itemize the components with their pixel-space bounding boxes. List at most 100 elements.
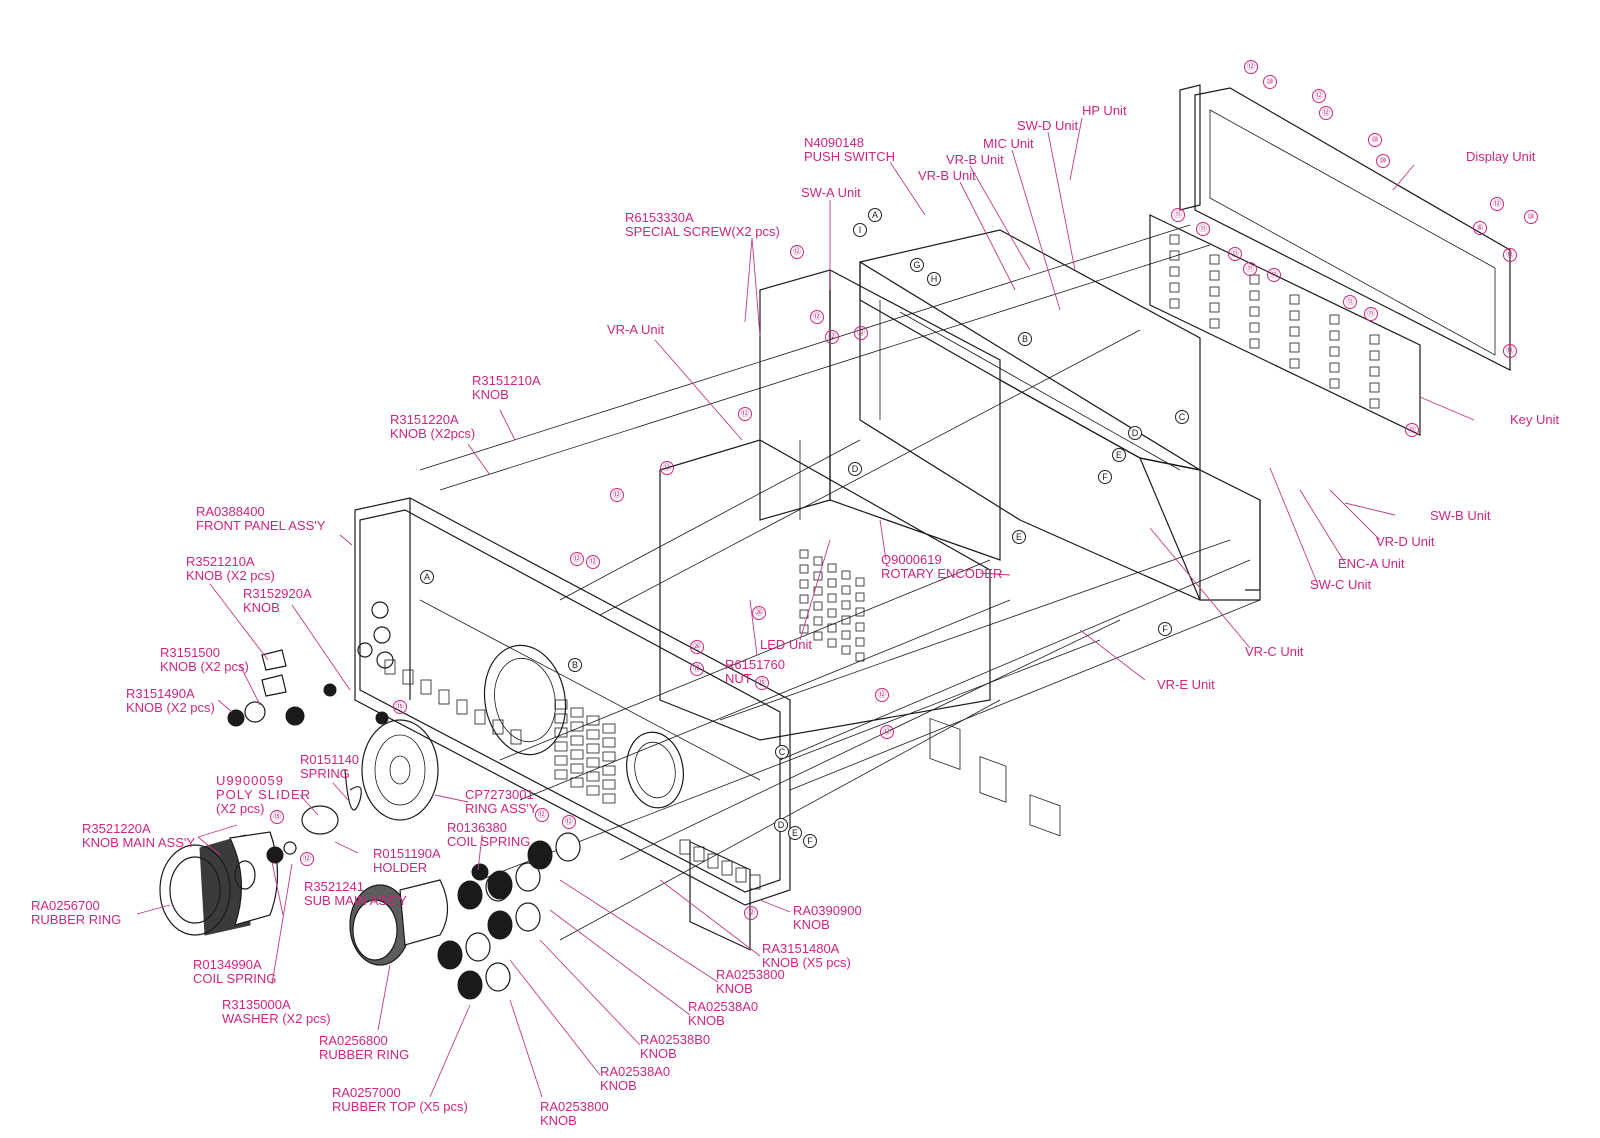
- label-text: Key Unit: [1510, 412, 1560, 427]
- connection-letter: D: [1128, 426, 1142, 440]
- part-name: KNOB: [472, 387, 509, 402]
- screw-ref-callout: ⑫: [790, 245, 804, 259]
- label-display-unit: Display Unit: [1466, 150, 1535, 164]
- label-text: MIC Unit: [983, 136, 1034, 151]
- key-switch: [1209, 270, 1220, 281]
- panel-switch: [749, 874, 761, 890]
- label-sw-d-unit: SW-D Unit: [1017, 119, 1078, 133]
- key-switch: [1369, 398, 1380, 409]
- assembly-rail: [619, 619, 1121, 861]
- part-code: R3151210A: [472, 373, 541, 388]
- led-window: [841, 570, 851, 580]
- small-knobs: [437, 832, 581, 1000]
- key-switch: [1209, 286, 1220, 297]
- part-code: R6153330A: [625, 210, 694, 225]
- key-switch: [1209, 318, 1220, 329]
- key-switch: [1289, 342, 1300, 353]
- label-text: SW-B Unit: [1430, 508, 1491, 523]
- assembly-rail: [499, 559, 991, 761]
- led-window: [799, 564, 809, 574]
- part-code: CP7273001: [465, 787, 534, 802]
- key-switch: [1209, 254, 1220, 265]
- led-window: [827, 623, 837, 633]
- key-switch: [1249, 338, 1260, 349]
- screw-ref-callout: ㉖: [690, 640, 704, 654]
- label-text: VR-B Unit: [946, 152, 1004, 167]
- assembly-rail: [599, 329, 1141, 616]
- part-code: U9900059: [216, 773, 284, 788]
- part-name: RUBBER RING: [31, 912, 122, 927]
- panel-switch: [420, 679, 432, 695]
- part-code: RA0390900: [793, 903, 862, 918]
- part-name: RUBBER TOP (X5 pcs): [332, 1099, 468, 1114]
- part-code: R0134990A: [193, 957, 262, 972]
- key-switch: [1369, 350, 1380, 361]
- led-window: [827, 578, 837, 588]
- led-window: [855, 577, 865, 587]
- panel-key: [586, 729, 600, 740]
- part-name: COIL SPRING: [447, 834, 531, 849]
- label-vr-a-unit: VR-A Unit: [607, 323, 664, 337]
- knob-rubber-top: [487, 910, 513, 940]
- part-name: PUSH SWITCH: [804, 149, 895, 164]
- screw-ref-callout: ⑥: [1473, 221, 1487, 235]
- part-code: Q9000619: [881, 552, 942, 567]
- part-name: KNOB (X2 pcs): [126, 700, 215, 715]
- assembly-rail: [519, 599, 1011, 801]
- screw-ref-callout: ⑩: [1376, 154, 1390, 168]
- panel-switch: [474, 709, 486, 725]
- part-code: RA02538B0: [640, 1032, 711, 1047]
- screw-ref-callout: ⑫: [1244, 60, 1258, 74]
- screw-ref-callout: ⑫: [875, 688, 889, 702]
- screw-ref-callout: ⑩: [1368, 133, 1382, 147]
- connection-letter: F: [1098, 470, 1112, 484]
- part-code: RA3151480A: [762, 941, 840, 956]
- part-code: R0151140: [300, 752, 360, 767]
- part-code: R3151490A: [126, 686, 195, 701]
- label-hp-unit: HP Unit: [1082, 104, 1127, 118]
- panel-key: [586, 757, 600, 768]
- panel-key: [570, 707, 584, 718]
- screw-ref-callout: ⑫: [880, 725, 894, 739]
- led-window: [813, 616, 823, 626]
- part-name: SUB MAIN ASS'Y: [304, 893, 407, 908]
- screw-ref-callout: ⑩: [1263, 75, 1277, 89]
- assembly-rail: [479, 639, 1101, 881]
- label-text: SW-A Unit: [801, 185, 861, 200]
- led-window: [841, 600, 851, 610]
- key-switch: [1249, 322, 1260, 333]
- connection-letter: G: [910, 258, 924, 272]
- screw-ref-callout: ⑫: [562, 815, 576, 829]
- label-vr-e-unit: VR-E Unit: [1157, 678, 1215, 692]
- part-code: RA0253800: [716, 967, 785, 982]
- panel-key: [570, 749, 584, 760]
- screw-ref-callout: ⑪: [1364, 307, 1378, 321]
- part-name: KNOB (X2 pcs): [160, 659, 249, 674]
- screw-ref-callout: ⑮: [755, 676, 769, 690]
- key-switch: [1249, 306, 1260, 317]
- screw-ref-callout: ⑫: [1503, 344, 1517, 358]
- part-name: RING ASS'Y: [465, 801, 538, 816]
- connection-letter: H: [927, 272, 941, 286]
- screw-ref-callout: ⑮: [393, 700, 407, 714]
- key-switch: [1169, 250, 1180, 261]
- panel-switch: [735, 867, 747, 883]
- assembly-rail: [789, 599, 1261, 791]
- key-switch: [1289, 310, 1300, 321]
- part-code: R3151500: [160, 645, 220, 660]
- left-knobs: [227, 649, 389, 727]
- knob-body: [465, 932, 491, 962]
- panel-key: [602, 765, 616, 776]
- display-unit: [1179, 84, 1511, 371]
- screw-ref-callout: ⑫: [535, 808, 549, 822]
